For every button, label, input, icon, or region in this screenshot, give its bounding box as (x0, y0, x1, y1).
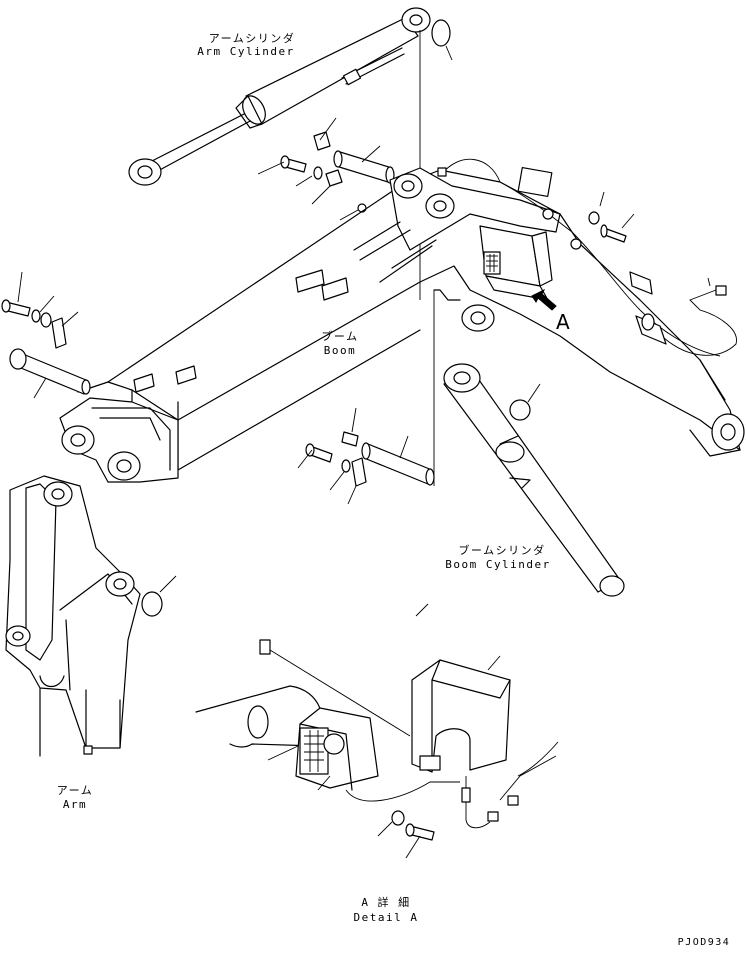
view-marker-a: A (556, 310, 570, 334)
arm (5, 475, 141, 757)
bolt (257, 155, 307, 175)
grease-fitting (341, 407, 359, 447)
arm-cylinder-label-jp: アームシリンダ (208, 32, 296, 45)
washer (40, 312, 52, 328)
drawing-code: PJOD934 (677, 937, 731, 948)
washer (509, 399, 531, 421)
detail-label-jp: A 詳 細 (361, 896, 411, 909)
arm-label-en: Arm (62, 798, 88, 811)
washer (588, 211, 600, 225)
arm-cylinder-label-en: Arm Cylinder (197, 45, 295, 58)
nut (83, 745, 93, 755)
detail-a-view (195, 603, 559, 859)
boom-cylinder-label-en: Boom Cylinder (445, 558, 551, 571)
lock-plate (51, 317, 67, 349)
boom-cylinder-pin (361, 290, 435, 486)
bolt (1, 271, 31, 317)
lock-washer (31, 309, 41, 323)
arm-label-jp: アーム (56, 784, 94, 797)
arm-cylinder-pin (333, 145, 395, 184)
grease-fitting (313, 117, 337, 151)
boom-cylinder-label-jp: ブームシリンダ (458, 544, 546, 557)
boom-cylinder (443, 363, 625, 597)
lock-plate (311, 169, 343, 205)
bolt (600, 224, 627, 243)
washer (431, 19, 451, 47)
work-lamp (479, 225, 553, 301)
boom-label-jp: ブーム (321, 330, 359, 343)
washer (141, 591, 163, 617)
boom-foot-pin (9, 348, 91, 399)
lock-plate (347, 457, 367, 505)
arm-cylinder (128, 7, 431, 186)
bolt (297, 443, 333, 469)
lock-washer (341, 459, 351, 473)
view-arrow-icon (531, 288, 557, 311)
detail-label-en: Detail A (353, 911, 419, 924)
boom (59, 167, 745, 483)
boom-label-en: Boom (323, 344, 357, 357)
lock-washer (313, 166, 323, 180)
wire-harness (437, 158, 737, 357)
